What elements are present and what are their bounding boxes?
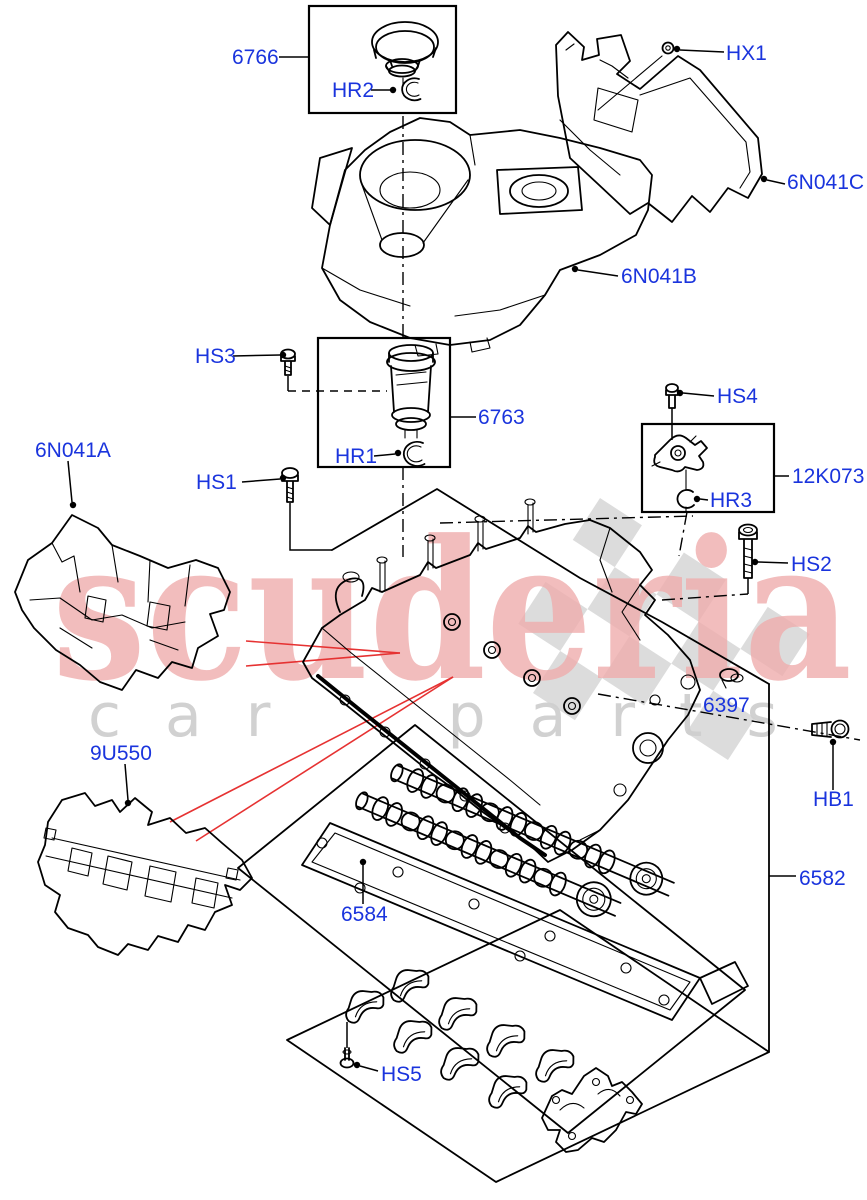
part-labels: 6766 HR2 HX1 6N041C 6N041B HS3 6763 HR1 … <box>35 42 864 1086</box>
construction-lines <box>237 116 861 1183</box>
camshaft-cover-drawing <box>302 498 701 863</box>
label-hb1: HB1 <box>813 788 854 811</box>
camshaft-sensor-drawing <box>651 434 708 473</box>
label-hx1: HX1 <box>726 42 767 65</box>
oil-filler-cap-drawing <box>371 21 439 87</box>
camshaft-intake-drawing <box>355 791 622 918</box>
label-hr1: HR1 <box>335 445 377 468</box>
engine-cover-6n041b-drawing <box>311 117 653 357</box>
red-reference-lines <box>169 640 454 842</box>
label-6584: 6584 <box>341 903 388 926</box>
foam-insulator-drawing <box>37 792 253 956</box>
bearing-caps-drawing <box>336 959 579 1113</box>
label-6n041b: 6N041B <box>621 265 697 288</box>
hb1-stud-drawing <box>811 719 850 739</box>
label-hr3: HR3 <box>710 489 752 512</box>
hs4-bolt-drawing <box>665 383 679 409</box>
hs2-bolt-drawing <box>738 523 758 594</box>
label-6582: 6582 <box>799 867 846 890</box>
label-hs5: HS5 <box>381 1063 422 1086</box>
detail-box-filler-cap <box>307 4 458 115</box>
label-hr2: HR2 <box>332 79 374 102</box>
cap-6397-drawing <box>719 668 744 689</box>
cover-gasket-drawing <box>301 822 749 1021</box>
checkered-flag-watermark <box>518 498 810 760</box>
label-9u550: 9U550 <box>90 742 152 765</box>
front-cover-6n041a-drawing <box>14 514 231 691</box>
sensor-oring-hr3-drawing <box>676 489 695 509</box>
end-bearing-bracket-drawing <box>541 1067 643 1153</box>
detail-box-filler-tube <box>316 336 452 469</box>
hx1-screw-drawing <box>597 41 675 111</box>
label-6763: 6763 <box>478 406 525 429</box>
label-hs3: HS3 <box>195 345 236 368</box>
detail-box-sensor <box>640 422 776 514</box>
label-6n041a: 6N041A <box>35 439 111 462</box>
label-6397: 6397 <box>703 694 750 717</box>
label-hs1: HS1 <box>196 471 237 494</box>
leader-lines <box>67 45 837 1072</box>
label-12k073: 12K073 <box>792 465 864 488</box>
tube-retaining-ring-hr1-drawing <box>402 440 426 467</box>
hs1-bolt-drawing <box>281 467 299 503</box>
bearing-caps-panel-outline <box>286 909 770 1183</box>
hs5-bolt-drawing <box>339 1022 355 1069</box>
watermark-brand-text: scuderia <box>52 499 852 724</box>
label-hs2: HS2 <box>791 553 832 576</box>
camshaft-exhaust-drawing <box>390 763 675 897</box>
label-6n041c: 6N041C <box>787 171 864 194</box>
oil-filler-tube-drawing <box>386 344 436 439</box>
label-hs4: HS4 <box>717 385 758 408</box>
label-6766: 6766 <box>232 46 279 69</box>
cap-retaining-ring-hr2-drawing <box>401 77 422 102</box>
gasket-panel-outline <box>237 724 746 1134</box>
